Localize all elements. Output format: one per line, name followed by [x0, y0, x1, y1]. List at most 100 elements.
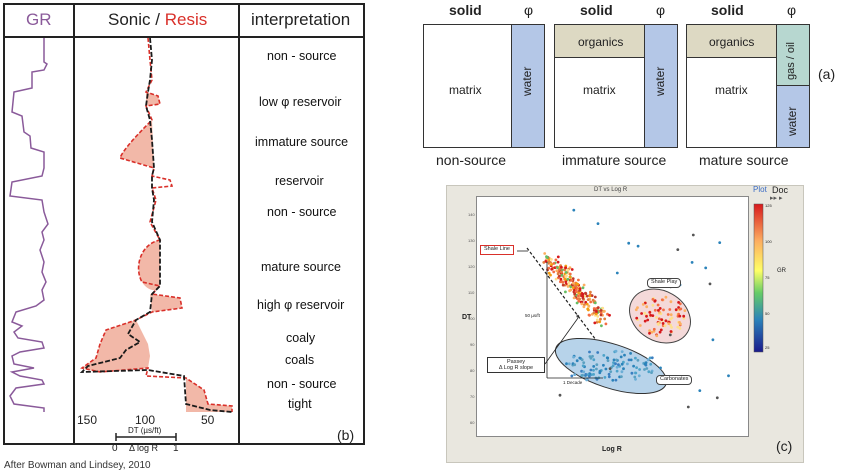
scatter-point — [652, 327, 656, 331]
scatter-point — [666, 313, 670, 316]
scatter-point — [558, 274, 561, 278]
dlogr-one: 1 — [173, 443, 179, 454]
scatter-point — [660, 318, 664, 321]
scatter-point — [593, 321, 597, 325]
scatter-point — [653, 308, 657, 312]
scatter-point — [620, 370, 624, 374]
scatter-point — [650, 356, 654, 360]
scatter-point — [608, 367, 612, 370]
scatter-point — [727, 374, 730, 378]
scatter-point — [589, 356, 593, 360]
scatter-point — [635, 316, 639, 320]
matrix-label-2: matrix — [583, 83, 616, 97]
scatter-point — [596, 306, 600, 309]
scatter-point — [570, 278, 573, 282]
scatter-point — [587, 304, 591, 308]
scatter-point — [580, 292, 584, 295]
scatter-point — [643, 368, 646, 371]
scatter-point — [667, 322, 671, 325]
y-axis-label: DT — [462, 314, 472, 321]
log-divider-interp — [238, 3, 240, 445]
organics-block-3 — [686, 24, 778, 59]
scatter-point — [615, 271, 619, 275]
water-block-1 — [511, 24, 545, 148]
log-panel — [3, 3, 365, 445]
scatter-point — [648, 356, 652, 360]
scatter-point — [691, 233, 695, 237]
matrix-block-3 — [686, 57, 778, 148]
scatter-point — [580, 369, 583, 373]
scale-150: 150 — [77, 413, 98, 427]
scatter-point — [564, 275, 568, 278]
scatter-point — [611, 378, 615, 382]
scatter-point — [677, 301, 680, 304]
scatter-point — [634, 356, 637, 360]
scatter-point — [581, 364, 585, 368]
scatter-point — [636, 358, 640, 362]
scatter-point — [584, 291, 587, 295]
scatter-point — [561, 283, 565, 287]
scatter-point — [662, 308, 665, 312]
scatter-point — [615, 365, 619, 369]
scatter-point — [634, 308, 638, 312]
scatter-point — [649, 362, 653, 366]
scatter-point — [647, 370, 651, 374]
shale-play-label: Shale Play — [647, 278, 682, 288]
scatter-point — [603, 317, 607, 321]
scatter-point — [577, 291, 580, 295]
scatter-point — [668, 308, 672, 311]
scatter-point — [595, 363, 599, 366]
scatter-point — [619, 355, 623, 359]
crossplot-area — [476, 196, 749, 437]
scatter-point — [617, 363, 620, 366]
scatter-point — [578, 356, 582, 360]
water-block-2 — [644, 24, 678, 148]
solid-label-2: solid — [580, 2, 613, 18]
scatter-point — [653, 299, 657, 303]
scatter-point — [645, 367, 649, 370]
scatter-point — [609, 370, 613, 373]
colorbar-tick-25: 25 — [765, 345, 770, 350]
decade-label: 1 Decade — [563, 380, 583, 385]
scatter-point — [547, 271, 551, 275]
interp-tight: tight — [288, 397, 312, 411]
scatter-point — [718, 241, 722, 245]
scatter-point — [586, 298, 590, 301]
y-tick: 140 — [468, 212, 475, 217]
doc-link[interactable]: Doc — [772, 185, 789, 195]
scatter-point — [657, 309, 660, 312]
toolbar-icons[interactable]: ▸▸ ▸ — [770, 195, 783, 202]
scatter-point — [669, 313, 673, 317]
scatter-point — [669, 330, 673, 333]
scatter-point — [578, 297, 581, 301]
scatter-point — [620, 375, 623, 378]
scatter-point — [607, 375, 611, 379]
scatter-point — [567, 281, 571, 284]
scatter-point — [568, 289, 571, 293]
scatter-point — [559, 277, 563, 281]
sonic-resis-separator: / — [155, 10, 160, 29]
plot-link[interactable]: Plot — [753, 185, 767, 194]
scatter-point — [626, 362, 629, 366]
scatter-point — [636, 244, 640, 248]
scatter-point — [640, 312, 643, 315]
scatter-point — [595, 309, 598, 313]
colorbar-tick-125: 125 — [765, 203, 772, 208]
scatter-point — [602, 354, 606, 357]
scatter-point — [574, 284, 578, 288]
scatter-point — [636, 306, 639, 309]
scatter-point — [552, 270, 556, 274]
phi-label-2: φ — [656, 2, 666, 18]
scatter-point — [661, 322, 665, 325]
panel-a-label: (a) — [818, 66, 836, 82]
scatter-point — [582, 370, 586, 374]
scatter-point — [663, 324, 667, 328]
log-divider-gr — [73, 3, 75, 445]
scatter-point — [585, 294, 589, 298]
scatter-point — [546, 256, 549, 259]
scatter-point — [656, 322, 660, 326]
scatter-point — [655, 334, 659, 338]
scatter-point — [591, 354, 594, 358]
